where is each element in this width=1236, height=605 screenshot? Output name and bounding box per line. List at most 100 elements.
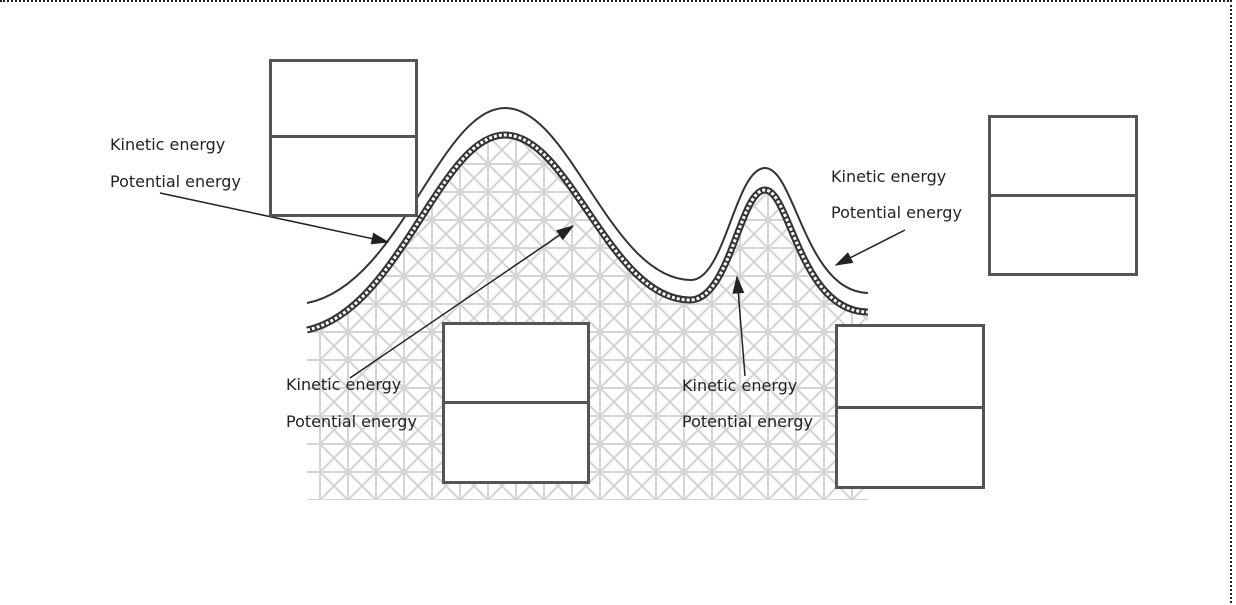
lattice-brace — [627, 135, 657, 165]
lattice-brace — [851, 135, 868, 137]
lattice-brace — [375, 471, 405, 500]
lattice-brace — [515, 163, 545, 193]
lattice-brace — [655, 303, 685, 333]
lattice-brace — [683, 359, 713, 389]
lattice-brace — [767, 163, 797, 193]
lattice-brace — [403, 275, 433, 305]
lattice-brace — [655, 163, 685, 193]
lattice-brace — [683, 135, 713, 165]
lattice-brace — [599, 443, 629, 473]
lattice-brace — [823, 219, 853, 249]
lattice-brace — [319, 247, 349, 277]
lattice-brace — [683, 387, 713, 417]
lattice-brace — [655, 191, 685, 221]
lattice-brace — [571, 247, 601, 277]
lattice-brace — [739, 331, 769, 361]
lattice-brace — [739, 135, 769, 165]
lattice-brace — [739, 303, 769, 333]
lattice-brace — [599, 135, 629, 137]
lattice-brace — [431, 275, 461, 305]
lattice-brace — [795, 135, 825, 165]
box-divider — [838, 406, 982, 409]
lattice-brace — [347, 471, 377, 500]
lattice-brace — [347, 443, 377, 473]
lattice-brace — [375, 331, 405, 361]
lattice-brace — [655, 135, 685, 137]
lattice-brace — [851, 135, 868, 137]
answer-box-4[interactable] — [835, 324, 985, 489]
lattice-brace — [711, 163, 741, 193]
lattice-brace — [627, 163, 657, 193]
arrow-3 — [732, 275, 746, 377]
lattice-brace — [795, 191, 825, 221]
answer-box-2[interactable] — [988, 115, 1138, 276]
lattice-brace — [543, 247, 573, 277]
lattice-brace — [739, 135, 769, 137]
lattice-brace — [711, 135, 741, 137]
lattice-brace — [319, 331, 349, 361]
lattice-brace — [655, 135, 685, 165]
lattice-brace — [795, 387, 825, 417]
lattice-brace — [487, 219, 517, 249]
answer-box-1[interactable] — [269, 59, 418, 217]
lattice-brace — [599, 275, 629, 305]
lattice-brace — [319, 387, 349, 417]
lattice-brace — [599, 135, 629, 137]
lattice-brace — [795, 163, 825, 193]
answer-box-3[interactable] — [442, 322, 590, 484]
lattice-brace — [627, 135, 657, 137]
lattice-brace — [795, 471, 825, 500]
lattice-brace — [823, 219, 853, 249]
lattice-brace — [795, 163, 825, 193]
lattice-brace — [571, 135, 601, 165]
potential-label-4: Potential energy — [682, 412, 813, 431]
lattice-brace — [319, 443, 349, 473]
lattice-brace — [347, 303, 377, 333]
lattice-brace — [739, 247, 769, 277]
lattice-brace — [347, 415, 377, 445]
lattice-brace — [683, 415, 713, 445]
lattice-brace — [655, 191, 685, 221]
lattice-brace — [403, 331, 433, 361]
lattice-brace — [739, 387, 769, 417]
lattice-brace — [599, 471, 629, 500]
lattice-brace — [319, 275, 349, 305]
lattice-brace — [655, 219, 685, 249]
lattice-brace — [683, 303, 713, 333]
lattice-brace — [431, 191, 461, 221]
lattice-brace — [711, 359, 741, 389]
lattice-brace — [683, 135, 713, 165]
kinetic-label-3: Kinetic energy — [286, 375, 402, 394]
lattice-brace — [655, 443, 685, 473]
lattice-brace — [767, 135, 797, 165]
lattice-brace — [655, 471, 685, 500]
lattice-brace — [431, 247, 461, 277]
lattice-brace — [627, 471, 657, 500]
lattice-brace — [487, 191, 517, 221]
lattice-brace — [851, 219, 868, 249]
lattice-brace — [767, 387, 797, 417]
lattice-brace — [515, 275, 545, 305]
lattice-brace — [823, 135, 853, 165]
lattice-brace — [515, 219, 545, 249]
lattice-brace — [767, 135, 797, 137]
lattice-brace — [599, 163, 629, 193]
lattice-brace — [683, 135, 713, 137]
lattice-brace — [683, 443, 713, 473]
lattice-brace — [683, 331, 713, 361]
lattice-brace — [711, 135, 741, 165]
lattice-brace — [795, 443, 825, 473]
lattice-brace — [795, 331, 825, 361]
lattice-brace — [487, 275, 517, 305]
lattice-brace — [347, 387, 377, 417]
lattice-brace — [739, 471, 769, 500]
lattice-brace — [403, 387, 433, 417]
lattice-brace — [683, 135, 713, 137]
lattice-brace — [515, 191, 545, 221]
lattice-brace — [711, 471, 741, 500]
lattice-brace — [711, 163, 741, 193]
lattice-brace — [403, 359, 433, 389]
lattice-brace — [627, 135, 657, 137]
box-divider — [991, 194, 1135, 197]
